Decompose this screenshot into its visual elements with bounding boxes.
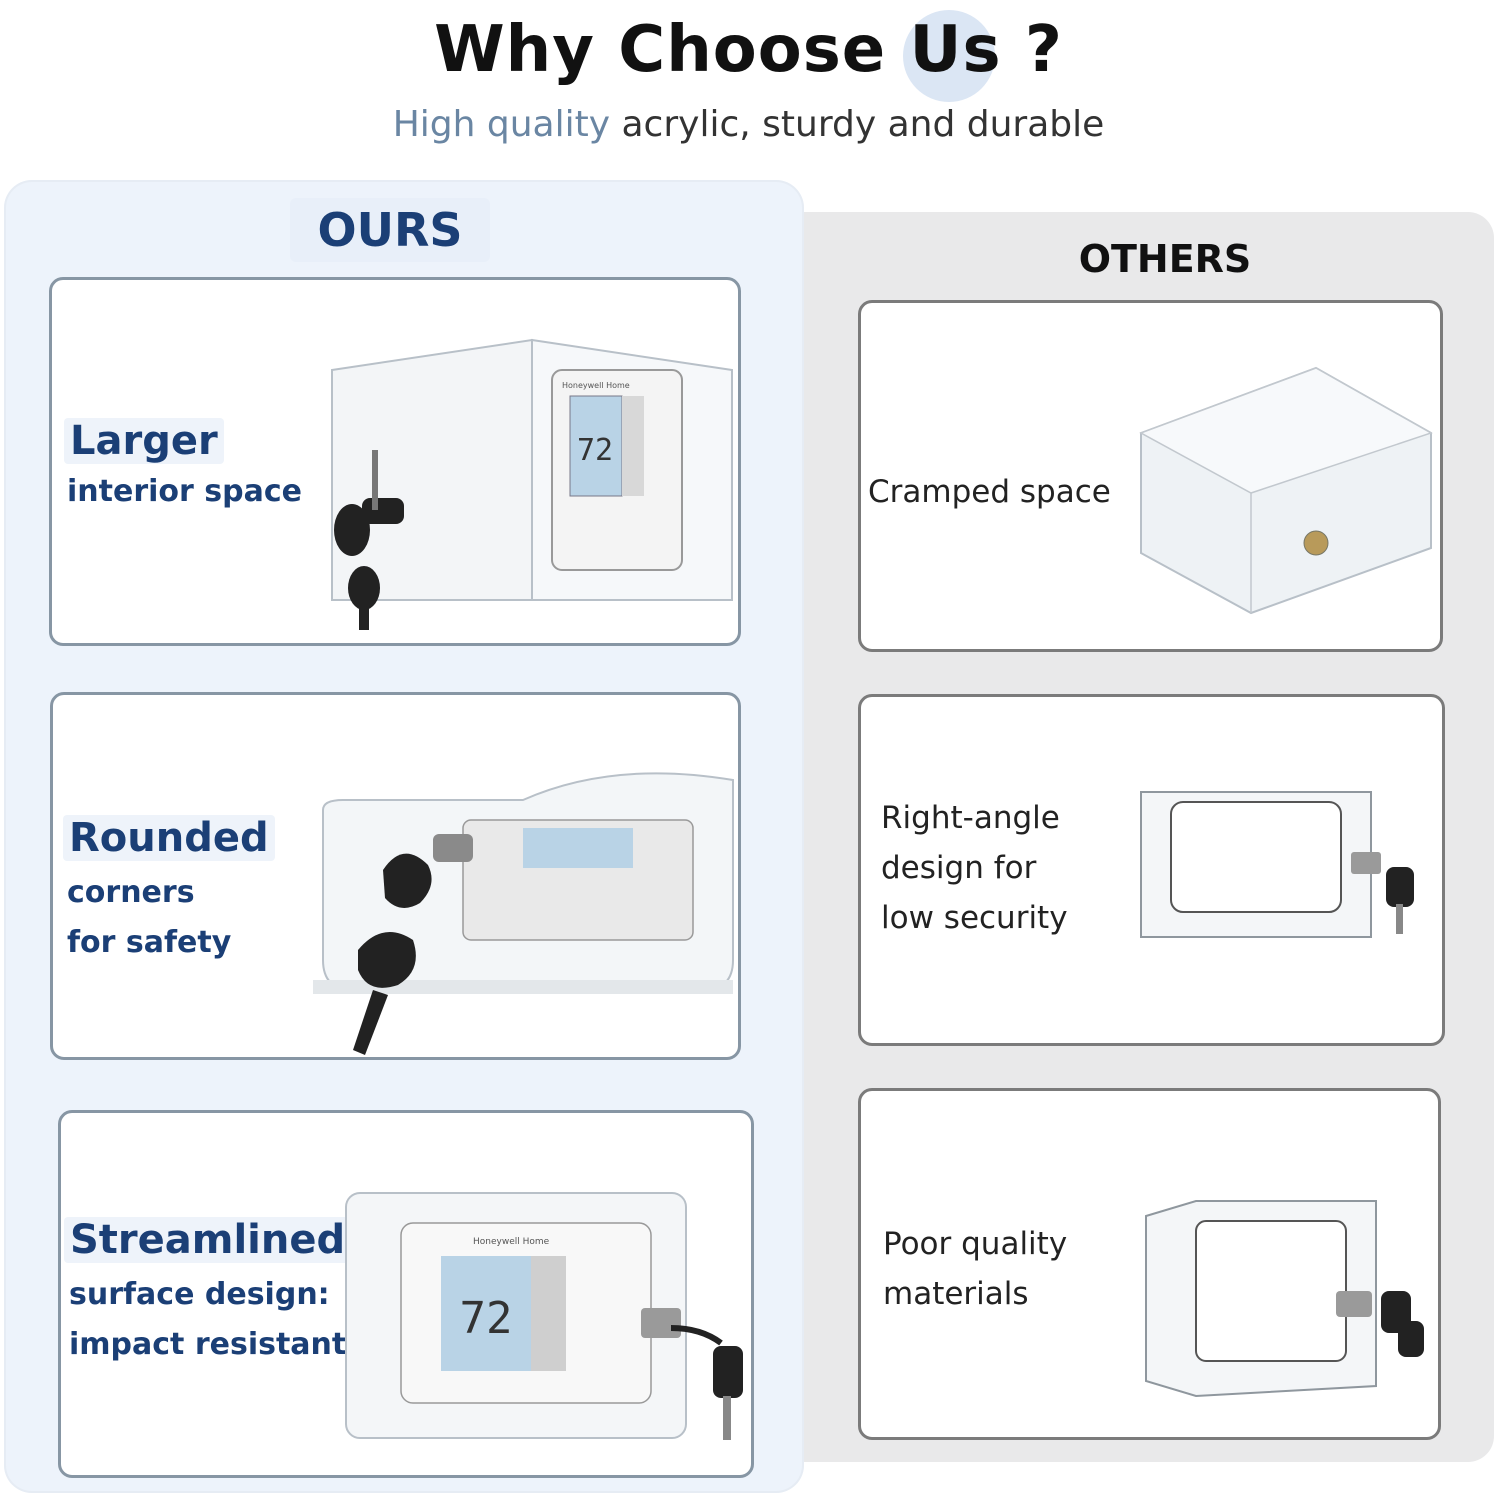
ours-card-rounded: Rounded corners for safety [50, 692, 741, 1060]
others-heading: OTHERS [1078, 237, 1252, 281]
ours-heading: OURS [290, 198, 490, 262]
card-title: Larger [64, 418, 224, 464]
open-cover-illustration: 72 Honeywell Home [331, 338, 733, 630]
card-line: surface design: [69, 1277, 330, 1312]
ours-card-streamlined: Streamlined surface design: impact resis… [58, 1110, 754, 1478]
card-line: for safety [67, 925, 232, 960]
poor-quality-cover-illustration [1145, 1200, 1424, 1398]
svg-text:72: 72 [577, 433, 613, 468]
card-title: Rounded [63, 815, 275, 861]
card-line: impact resistant [69, 1327, 347, 1362]
title-highlight: Us [903, 8, 1001, 102]
temp-text: 72 [460, 1293, 513, 1344]
card-title: Streamlined [64, 1217, 352, 1263]
others-card-poor-quality: Poor quality materials [858, 1088, 1441, 1440]
ours-card-larger: Larger interior space 72 Honeywell Home [49, 277, 741, 646]
card-line: interior space [67, 474, 302, 509]
card-line: design for [881, 850, 1037, 886]
others-card-cramped: Cramped space [858, 300, 1443, 652]
title-suffix: ? [1001, 13, 1063, 87]
card-line: corners [67, 875, 195, 910]
brand-text: Honeywell Home [473, 1237, 550, 1247]
card-line: materials [883, 1276, 1029, 1312]
streamlined-cover-illustration: 72 Honeywell Home [345, 1192, 743, 1440]
card-line: Cramped space [868, 474, 1111, 510]
others-card-right-angle: Right-angle design for low security [858, 694, 1445, 1046]
cramped-cover-illustration [1139, 366, 1433, 615]
card-line: Poor quality [883, 1226, 1068, 1262]
card-line: low security [881, 900, 1068, 936]
subtitle-highlight: High quality [392, 104, 611, 145]
title-text: Why Choose [434, 13, 910, 87]
right-angle-cover-illustration [1140, 791, 1414, 938]
card-line: Right-angle [881, 800, 1060, 836]
subtitle-text: acrylic, sturdy and durable [610, 104, 1105, 145]
page-subtitle: High quality acrylic, sturdy and durable [0, 100, 1497, 150]
brand-text: Honeywell Home [562, 381, 630, 390]
rounded-cover-illustration [313, 772, 734, 1055]
page-title: Why Choose Us ? [0, 8, 1497, 102]
